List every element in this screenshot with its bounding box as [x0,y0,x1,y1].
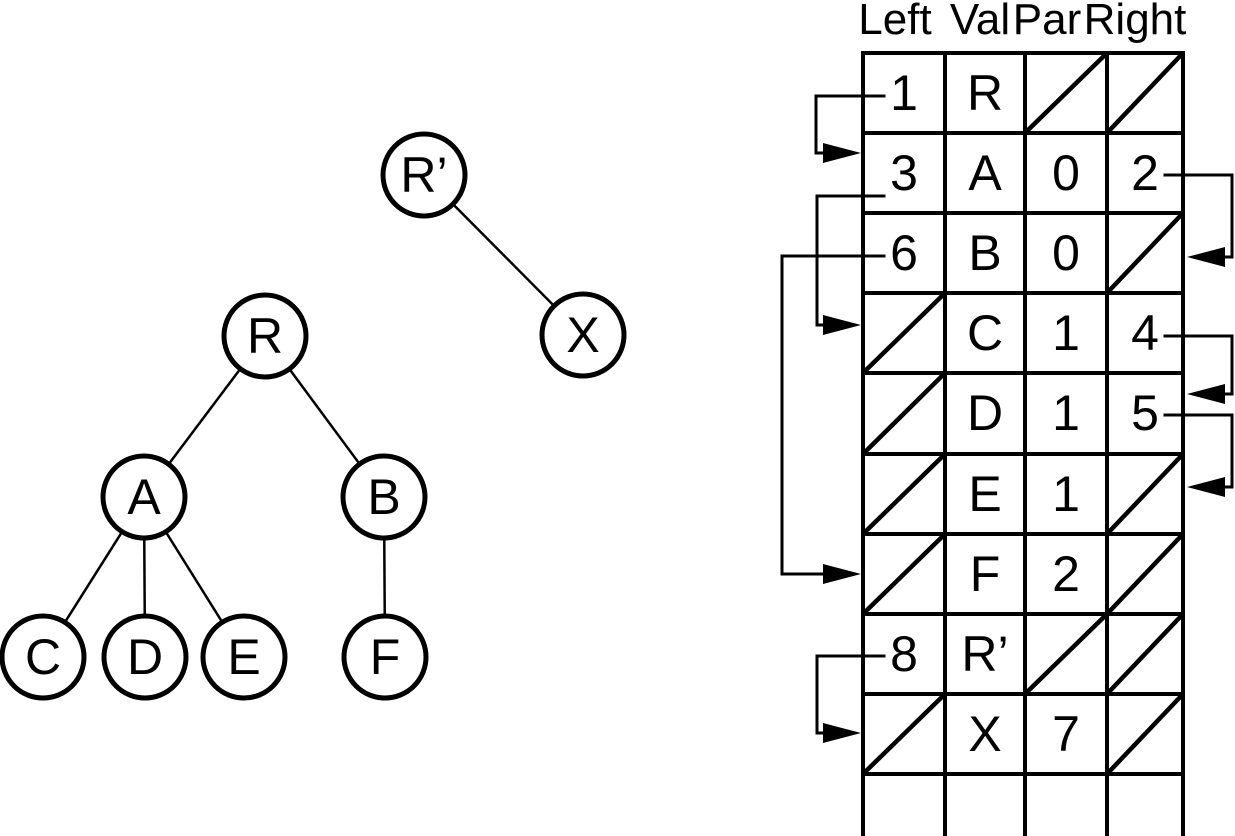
cell-par: 0 [1052,145,1080,202]
cell-par [1025,774,1107,836]
cell-par: 1 [1052,465,1080,522]
cell-left [863,694,945,774]
tree-node-label-e: E [227,629,261,685]
cell-left: 1 [890,65,918,122]
cell-left: 6 [890,225,918,282]
tree-node-label-d: D [126,629,164,685]
cell-val: A [968,145,1002,202]
column-header-left: Left [858,0,932,44]
cell-left [863,774,945,836]
cell-left: 3 [890,145,918,202]
cell-right [1107,534,1183,614]
tree-node-label-a: A [127,469,161,525]
cell-val: F [969,545,1001,602]
cell-val: R [966,65,1004,122]
cell-right [1107,53,1183,133]
tree-node-label-f: F [369,629,401,685]
cell-right [1107,774,1183,836]
cell-val: B [968,225,1002,282]
cell-par [1025,614,1107,694]
cell-val: X [968,705,1002,762]
column-header-par: Par [1012,0,1082,44]
cell-right [1107,614,1183,694]
cell-right [1107,694,1183,774]
cell-val: C [966,305,1004,362]
cell-left [863,373,945,453]
cell-left [863,293,945,373]
tree-node-label-r: R [246,308,284,364]
cell-val [945,774,1025,836]
cell-val: R’ [961,625,1009,682]
cell-right: 4 [1131,305,1159,362]
cell-left: 8 [890,625,918,682]
cell-par: 1 [1052,305,1080,362]
node-array-table: 1 R 3 A 0 2 6 B 0 C 1 4 D 1 5 [863,53,1183,836]
cell-par: 7 [1052,705,1080,762]
cell-right [1107,453,1183,533]
cell-left [863,453,945,533]
cell-val: D [966,385,1004,442]
column-header-val: Val [949,0,1011,44]
cell-left [863,534,945,614]
cell-par: 0 [1052,225,1080,282]
column-header-right: Right [1083,0,1187,44]
tree-node-label-x: X [566,307,600,363]
cell-right: 5 [1131,385,1159,442]
cell-par: 2 [1052,545,1080,602]
tree-node-label-b: B [367,469,401,525]
cell-val: E [968,465,1002,522]
tree-node-label-rprime: R’ [400,147,448,203]
cell-par [1025,53,1107,133]
cell-right: 2 [1131,145,1159,202]
tree-node-label-c: C [24,629,62,685]
cell-par: 1 [1052,385,1080,442]
cell-right [1107,213,1183,293]
